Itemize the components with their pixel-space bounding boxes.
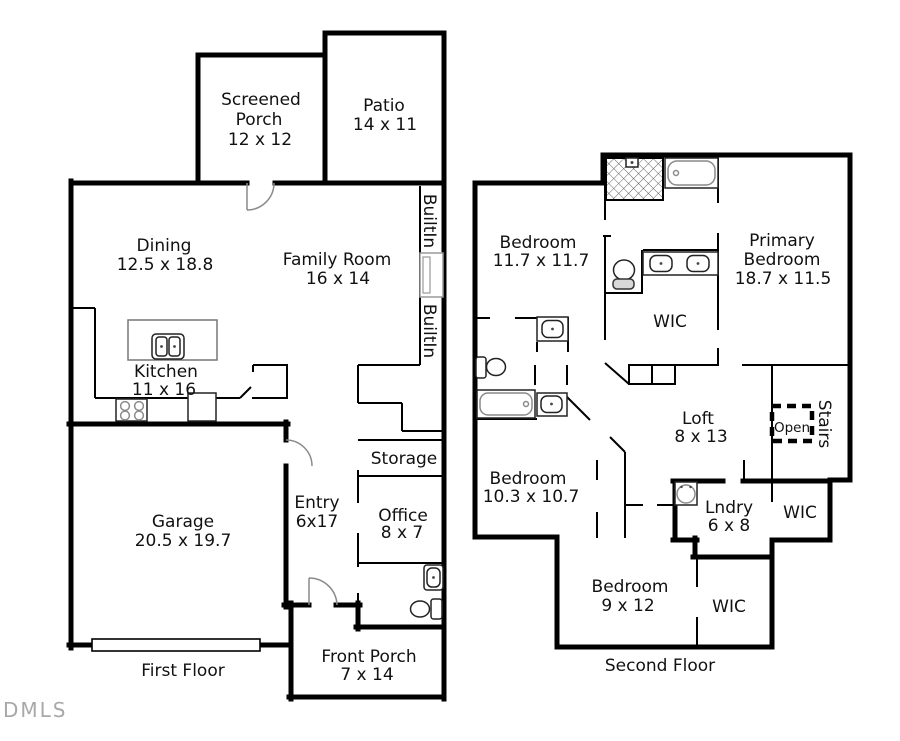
door-arc-garage-entry <box>285 439 313 467</box>
family-room-label: Family Room <box>283 250 392 270</box>
double-vanity-icon <box>642 251 719 276</box>
family-room-dims: 16 x 14 <box>306 269 370 289</box>
watermark: DMLS <box>3 698 68 722</box>
bedroom3-dims: 9 x 12 <box>601 596 654 616</box>
storage-label: Storage <box>371 449 438 469</box>
builtin-fireplace-icon <box>419 252 444 298</box>
toilet-icon-hall-bath <box>475 356 507 379</box>
builtin-upper-label: BuiltIn <box>419 194 439 248</box>
kitchen-sink-icon <box>151 333 185 360</box>
first-floor-caption: First Floor <box>141 661 224 681</box>
open-to-below-box <box>769 403 815 444</box>
bathroom-sink-icon <box>423 564 444 591</box>
second-floor-plan: Bedroom 11.7 x 11.7 Primary Bedroom 18.7… <box>472 152 853 676</box>
garage-door <box>91 638 261 652</box>
door-arc-front-door <box>308 577 338 606</box>
patio-label: Patio <box>363 96 405 116</box>
entry-dims: 6x17 <box>296 512 339 532</box>
stove-icon <box>115 398 148 422</box>
primary-bedroom-label2: Bedroom <box>744 250 821 270</box>
second-floor-caption: Second Floor <box>605 656 715 676</box>
dining-label: Dining <box>137 236 192 256</box>
stairs-label: Stairs <box>814 400 834 449</box>
bedroom1-label: Bedroom <box>500 233 577 253</box>
primary-bedroom-label: Primary <box>749 231 815 251</box>
toilet-icon-first-floor <box>409 598 443 620</box>
wic-hall-label: WIC <box>783 503 817 523</box>
patio-dims: 14 x 11 <box>353 115 417 135</box>
front-porch-label: Front Porch <box>321 647 416 667</box>
office-label: Office <box>378 506 428 526</box>
bedroom1-dims: 11.7 x 11.7 <box>493 251 590 271</box>
screened-porch-label: Screened <box>221 90 301 110</box>
laundry-label: Lndry <box>705 498 753 518</box>
primary-bedroom-dims: 18.7 x 11.5 <box>735 269 832 289</box>
washer-icon <box>674 481 698 506</box>
dining-dims: 12.5 x 18.8 <box>117 255 214 275</box>
garage-label: Garage <box>152 512 214 532</box>
loft-label: Loft <box>682 409 714 429</box>
shower-icon <box>605 157 664 201</box>
vanity-sink-icon-lower <box>536 392 568 417</box>
bathtub-icon-hall-bath <box>476 389 536 419</box>
bedroom2-dims: 10.3 x 10.7 <box>483 487 580 507</box>
laundry-dims: 6 x 8 <box>708 516 751 536</box>
bedroom3-label: Bedroom <box>592 577 669 597</box>
first-floor-interior-walls <box>71 186 444 606</box>
wic-primary-label: WIC <box>653 312 687 332</box>
garage-dims: 20.5 x 19.7 <box>135 531 232 551</box>
screened-porch-dims: 12 x 12 <box>228 130 292 150</box>
hall-closet <box>628 364 676 385</box>
office-dims: 8 x 7 <box>381 523 424 543</box>
screened-porch-label2: Porch <box>236 110 283 130</box>
dishwasher-icon <box>187 392 217 422</box>
vanity-sink-icon-upper <box>536 316 569 342</box>
second-floor-exterior-walls <box>472 152 853 650</box>
door-arc-screened-porch <box>246 182 275 211</box>
front-porch-dims: 7 x 14 <box>340 665 393 685</box>
open-below-label: Open <box>774 420 810 436</box>
toilet-icon-primary <box>612 259 636 290</box>
wic-bedroom3-label: WIC <box>712 597 746 617</box>
entry-label: Entry <box>294 493 339 513</box>
builtin-lower-label: BuiltIn <box>419 304 439 358</box>
bedroom2-label: Bedroom <box>490 469 567 489</box>
first-floor-plan: Screened Porch 12 x 12 Patio 14 x 11 Din… <box>66 30 447 702</box>
bathtub-icon-primary <box>664 157 719 189</box>
kitchen-dims: 11 x 16 <box>132 380 196 400</box>
loft-dims: 8 x 13 <box>674 427 727 447</box>
kitchen-label: Kitchen <box>134 362 198 382</box>
